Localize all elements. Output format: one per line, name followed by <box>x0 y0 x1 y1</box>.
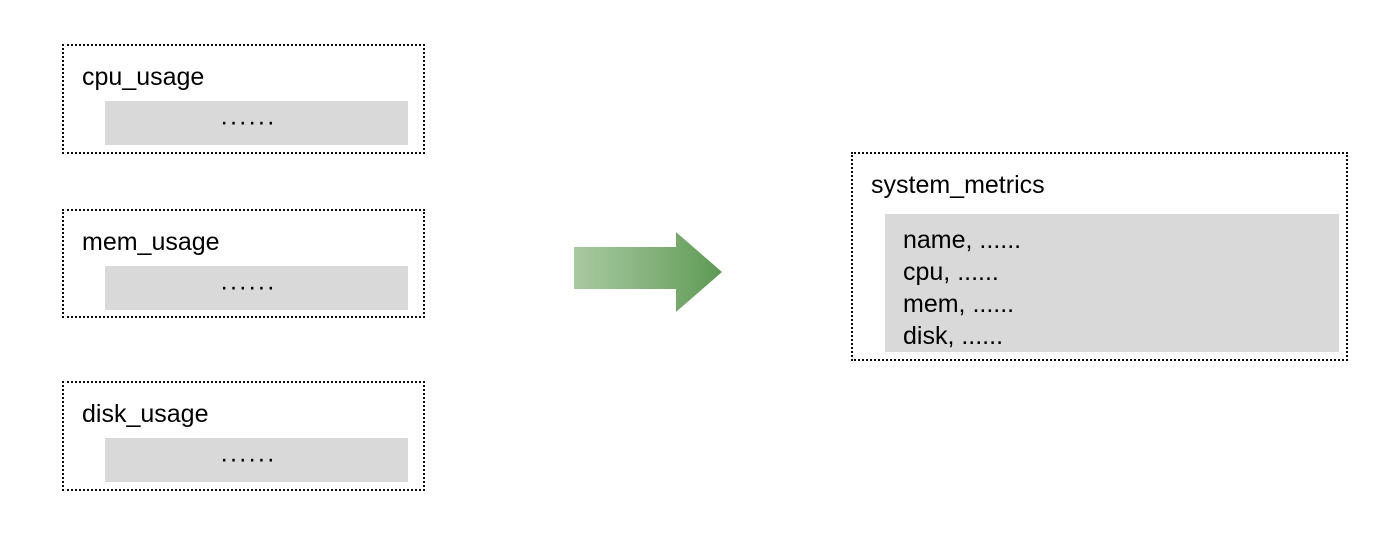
node-body-mem-usage: ······ <box>105 266 408 310</box>
node-title-system-metrics: system_metrics <box>871 171 1045 199</box>
node-title-cpu-usage: cpu_usage <box>82 63 205 91</box>
field-row-disk: disk, ...... <box>903 322 1004 350</box>
node-title-mem-usage: mem_usage <box>82 228 220 256</box>
node-disk-usage[interactable]: disk_usage ······ <box>62 381 425 491</box>
ellipsis-placeholder-disk: ······ <box>220 445 276 473</box>
node-system-metrics[interactable]: system_metrics name, ...... cpu, ...... … <box>851 152 1348 361</box>
field-list: name, ...... cpu, ...... mem, ...... dis… <box>903 224 1021 352</box>
node-body-cpu-usage: ······ <box>105 101 408 145</box>
node-body-system-metrics: name, ...... cpu, ...... mem, ...... dis… <box>885 214 1339 352</box>
node-cpu-usage[interactable]: cpu_usage ······ <box>62 44 425 154</box>
node-body-disk-usage: ······ <box>105 438 408 482</box>
field-row-name: name, ...... <box>903 226 1022 254</box>
field-row-cpu: cpu, ...... <box>903 258 999 286</box>
field-row-mem: mem, ...... <box>903 290 1015 318</box>
ellipsis-placeholder-mem: ······ <box>220 273 276 301</box>
arrow-right-icon <box>574 232 722 312</box>
node-mem-usage[interactable]: mem_usage ······ <box>62 209 425 318</box>
ellipsis-placeholder-cpu: ······ <box>220 108 276 136</box>
node-title-disk-usage: disk_usage <box>82 400 209 428</box>
